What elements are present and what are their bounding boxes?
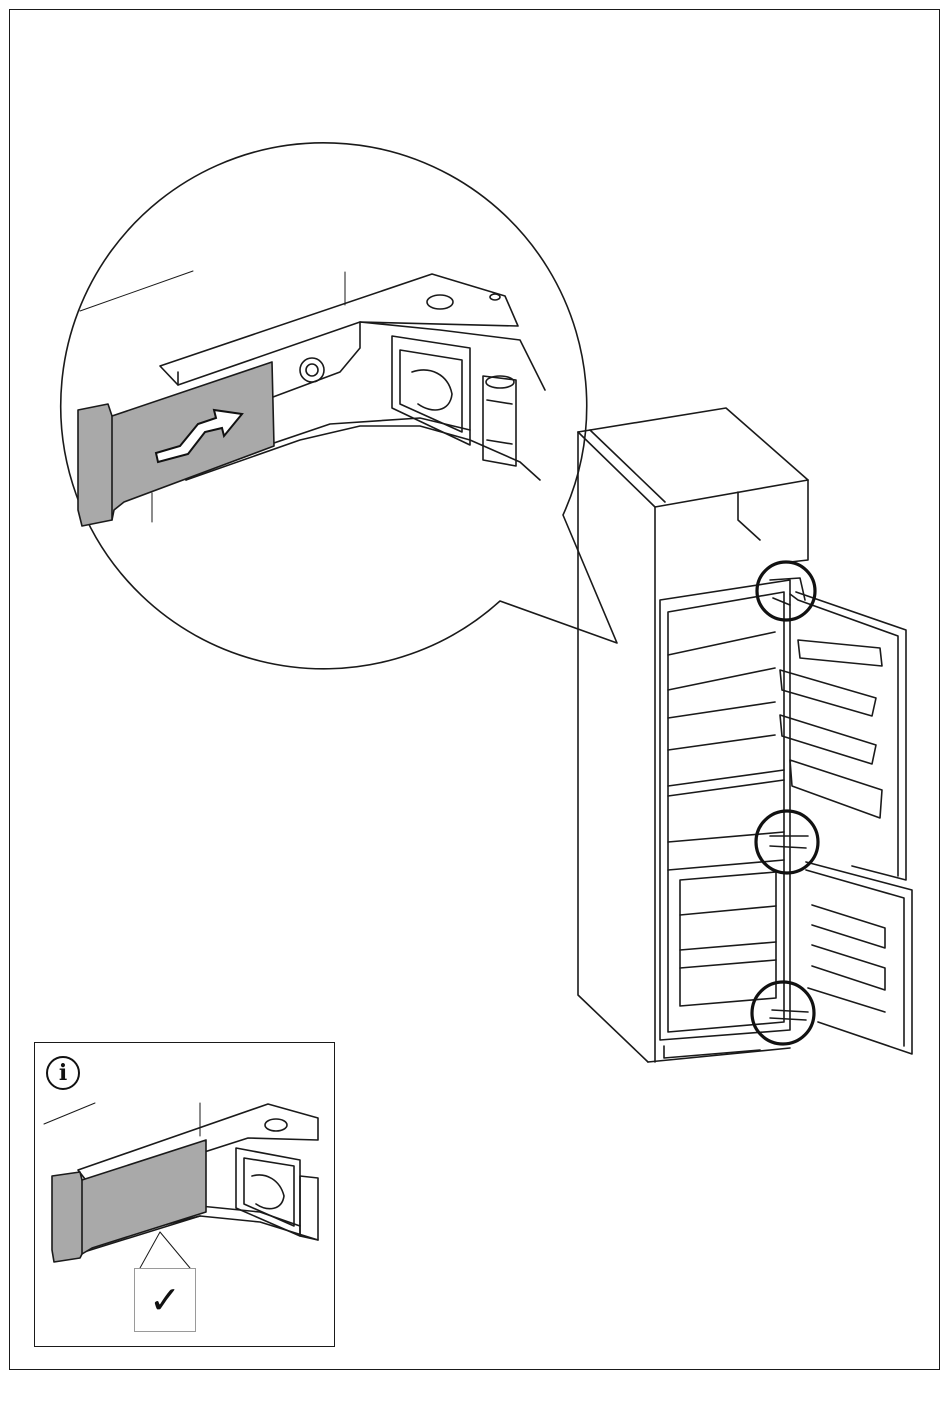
info-icon: i	[46, 1056, 80, 1090]
hinge-highlight-circle-icon	[756, 811, 818, 873]
hinge-highlight-circle-icon	[752, 982, 814, 1044]
hinge-detail	[78, 271, 545, 526]
hinge-highlight-circle-icon	[757, 562, 815, 620]
fridge-cabinet	[578, 408, 912, 1062]
checkmark-icon: ✓	[134, 1268, 196, 1332]
